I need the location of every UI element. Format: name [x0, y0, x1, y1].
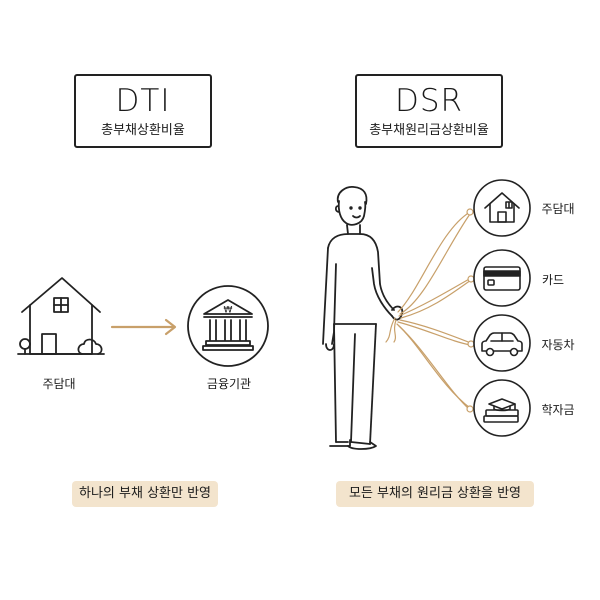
dti-bank-label: 금융기관	[206, 377, 252, 391]
loan-car-icon	[473, 314, 531, 372]
dti-title-box: DTI 총부채상환비율	[74, 74, 212, 148]
dsr-subtitle: 총부채원리금상환비율	[369, 123, 489, 138]
loan-books-icon	[473, 379, 531, 437]
dsr-title: DSR	[394, 83, 464, 119]
loan-label-2: 자동차	[541, 338, 575, 352]
loan-card-icon	[473, 249, 531, 307]
dti-summary-badge: 하나의 부채 상환만 반영	[72, 481, 218, 507]
loan-label-3: 학자금	[541, 403, 575, 417]
bank-icon: ₩	[187, 285, 269, 367]
svg-text:₩: ₩	[224, 306, 233, 316]
dti-subtitle: 총부채상환비율	[101, 123, 185, 138]
person-figure	[322, 186, 404, 450]
loan-label-0: 주담대	[541, 202, 575, 216]
dti-title: DTI	[115, 83, 171, 119]
loan-label-1: 카드	[541, 273, 565, 287]
dsr-summary-badge: 모든 부채의 원리금 상환을 반영	[336, 481, 534, 507]
loan-house-icon	[473, 179, 531, 237]
dsr-title-box: DSR 총부채원리금상환비율	[355, 74, 503, 148]
dti-house-label: 주담대	[42, 377, 76, 391]
arrow-right-icon	[110, 318, 177, 336]
house-icon	[17, 277, 105, 355]
